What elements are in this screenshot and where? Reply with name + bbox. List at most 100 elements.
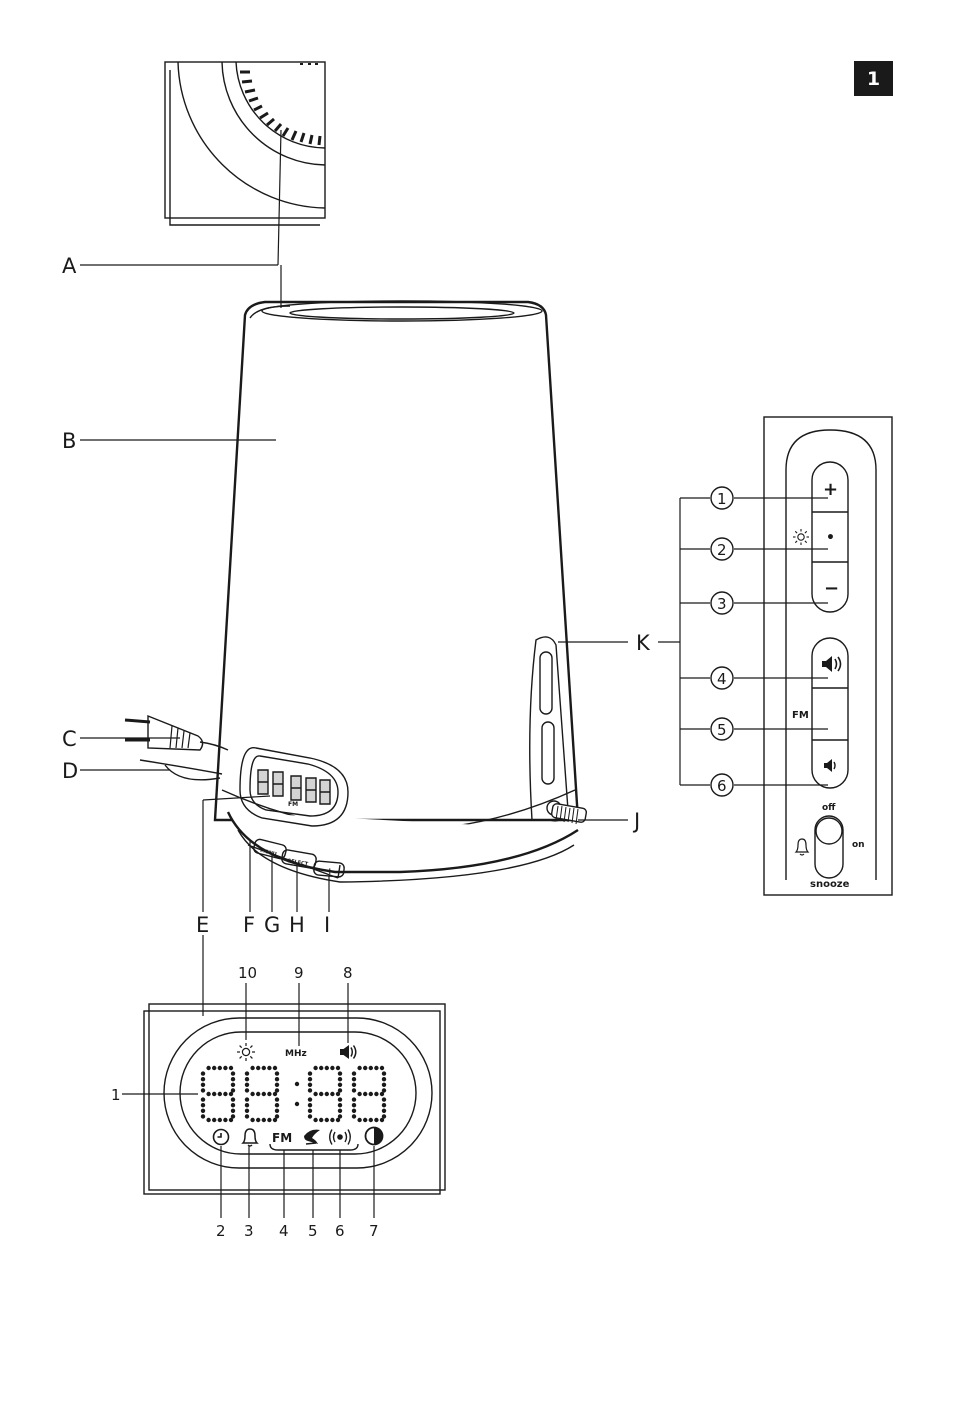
segment-dot (228, 1117, 234, 1123)
callout-e: E (196, 913, 209, 937)
segment-dot (261, 1065, 266, 1071)
segment-dot (230, 1077, 236, 1082)
segment-dot (330, 1091, 335, 1097)
numbered-callouts: 1 2 3 4 5 6 (710, 486, 734, 797)
segment-dot (274, 1103, 280, 1108)
segment-dot (307, 1103, 313, 1108)
segment-dot (351, 1082, 357, 1088)
segment-dot (368, 1065, 373, 1071)
segment-dot (244, 1114, 250, 1119)
plus-button[interactable] (313, 860, 345, 878)
side-button-dot[interactable]: • (826, 530, 835, 546)
segment-dot (337, 1082, 343, 1088)
segment-dot (217, 1117, 222, 1123)
segment-dot (337, 1077, 343, 1082)
select-button-label: SELECT (287, 858, 309, 868)
segment-dot (244, 1088, 250, 1093)
segment-dot (200, 1088, 206, 1093)
segment-dot (230, 1108, 236, 1114)
segment-dot (274, 1097, 280, 1102)
segment-dot (337, 1088, 343, 1093)
segment-dot (206, 1091, 211, 1097)
segment-dot (381, 1077, 387, 1082)
segment-dot (363, 1065, 368, 1071)
alarm-slide-switch[interactable] (814, 815, 844, 879)
segment-dot (351, 1108, 357, 1114)
segment-dot (313, 1091, 318, 1097)
segment-dot (335, 1065, 341, 1071)
segment-dot (274, 1077, 280, 1082)
segment-dot (337, 1103, 343, 1108)
segment-dot (368, 1091, 373, 1097)
callout-f: F (243, 913, 255, 937)
callout-3: 3 (717, 595, 727, 613)
segment-dot (223, 1117, 228, 1123)
callout-2: 2 (717, 541, 727, 559)
segment-dot (324, 1065, 329, 1071)
mhz-label: MHz (285, 1049, 307, 1059)
segment-dot (206, 1117, 211, 1123)
callout-b: B (62, 429, 76, 453)
segment-dot (212, 1065, 217, 1071)
segment-dot (272, 1117, 278, 1123)
segment-dot (351, 1097, 357, 1102)
segment-dot (307, 1077, 313, 1082)
side-panel-detail: + • − FM off on snooze (710, 416, 893, 896)
segment-dot (307, 1114, 313, 1119)
segment-dot (274, 1088, 280, 1093)
bird-icon (304, 1129, 320, 1145)
side-dot-label: • (826, 530, 835, 546)
segment-dot (256, 1091, 261, 1097)
segment-dot (307, 1108, 313, 1114)
display-callout-2: 2 (216, 1222, 226, 1240)
menu-button[interactable] (253, 838, 287, 860)
callout-k: K (636, 631, 651, 655)
segment-dot (244, 1077, 250, 1082)
display-leader-lines (122, 983, 375, 1218)
segment-dot (261, 1091, 266, 1097)
bell-icon (241, 1128, 259, 1147)
segment-dot (379, 1091, 385, 1097)
speaker-up-icon[interactable] (822, 656, 842, 672)
segment-dot (368, 1117, 373, 1123)
side-button-minus[interactable]: − (824, 578, 839, 599)
callout-labels: A B C D E F G H I J K (62, 254, 651, 937)
segment-dot (244, 1097, 250, 1102)
segment-dot (217, 1065, 222, 1071)
segment-dot (324, 1117, 329, 1123)
segment-dot (230, 1097, 236, 1102)
display-callout-4: 4 (279, 1222, 289, 1240)
side-button-plus[interactable]: + (823, 479, 838, 500)
callout-c: C (62, 727, 77, 751)
base-plus-label: + (326, 867, 334, 877)
display-callout-1: 1 (111, 1086, 121, 1104)
clock-icon (212, 1128, 230, 1146)
segment-dot (337, 1114, 343, 1119)
segment-dot (381, 1097, 387, 1102)
callout-i: I (324, 913, 330, 937)
segment-dot (381, 1114, 387, 1119)
callout-6: 6 (717, 777, 727, 795)
segment-dot (379, 1065, 385, 1071)
display-callout-10: 10 (238, 964, 257, 982)
segment-dot (274, 1082, 280, 1088)
sun-icon (793, 529, 809, 545)
speaker-down-icon[interactable] (824, 759, 836, 772)
power-cord-plug (124, 714, 229, 781)
callout-4: 4 (717, 670, 727, 688)
bell-icon (794, 838, 810, 856)
small-display-fm: FM (288, 801, 298, 808)
sun-icon (237, 1043, 255, 1061)
segment-dot (381, 1088, 387, 1093)
callout-d: D (62, 759, 78, 783)
display-callout-5: 5 (308, 1222, 318, 1240)
segment-dot (330, 1065, 335, 1071)
segment-dot (351, 1114, 357, 1119)
segment-dot (319, 1065, 324, 1071)
display-callout-8: 8 (343, 964, 353, 982)
segment-dot (351, 1103, 357, 1108)
segment-dot (351, 1071, 357, 1076)
segment-dot (200, 1097, 206, 1102)
segment-dot (381, 1108, 387, 1114)
